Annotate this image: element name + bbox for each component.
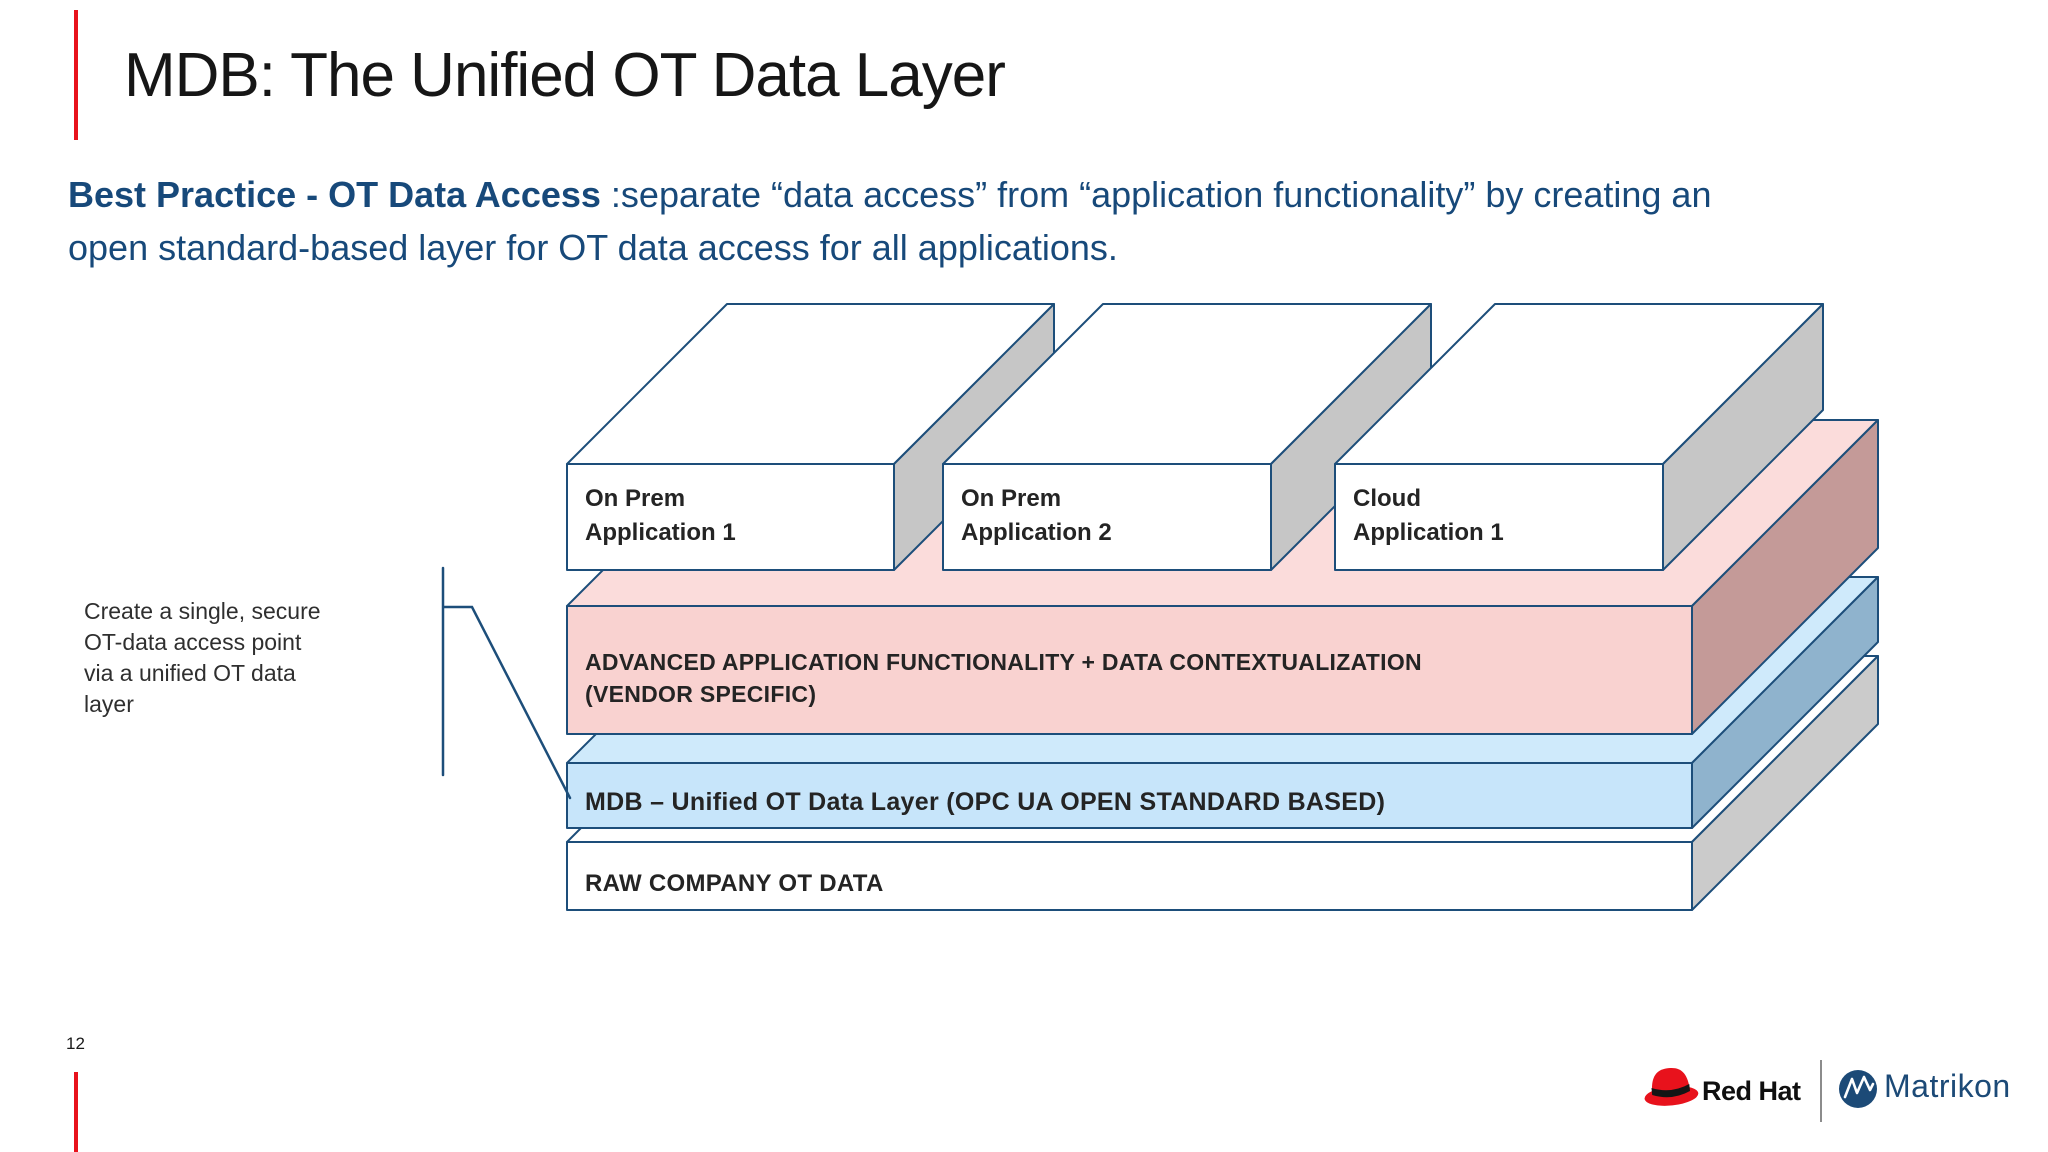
cloud-application-1-label: Cloud Application 1 — [1353, 482, 1504, 550]
matrikon-logo-text: Matrikon — [1884, 1068, 2011, 1104]
slide-subtitle: Best Practice - OT Data Access :separate… — [68, 168, 1711, 274]
annotation-line: OT-data access point — [84, 629, 302, 655]
mdb-layer-label: MDB – Unified OT Data Layer (OPC UA OPEN… — [585, 788, 1386, 816]
subtitle-line-1: Best Practice - OT Data Access :separate… — [68, 168, 1711, 221]
on-prem-application-1-label: On Prem Application 1 — [585, 482, 736, 550]
annotation-callout-line — [441, 566, 572, 800]
raw-layer-front-face — [566, 841, 1693, 911]
vendor-layer-label: ADVANCED APPLICATION FUNCTIONALITY + DAT… — [585, 646, 1422, 710]
matrikon-logo-icon — [1839, 1070, 1877, 1108]
vendor-label-line: (VENDOR SPECIFIC) — [585, 681, 817, 707]
cloud-application-1-box — [1334, 303, 1824, 571]
subtitle-bold-segment: Best Practice - OT Data Access — [68, 174, 601, 215]
page-title: MDB: The Unified OT Data Layer — [124, 41, 1006, 110]
on-prem-application-2-label: On Prem Application 2 — [961, 482, 1112, 550]
top-accent-bar — [74, 10, 78, 140]
box-label-line: On Prem — [961, 485, 1062, 512]
annotation-text: Create a single, secure OT-data access p… — [84, 596, 321, 720]
box-front-face — [566, 463, 895, 571]
redhat-logo-text: Red Hat — [1702, 1076, 1801, 1106]
box-label-line: Application 2 — [961, 519, 1112, 546]
raw-layer-label: RAW COMPANY OT DATA — [585, 870, 884, 897]
subtitle-line-2: open standard-based layer for OT data ac… — [68, 227, 1118, 268]
annotation-line: layer — [84, 691, 134, 717]
matrikon-zigzag — [1843, 1075, 1875, 1099]
box-label-line: Cloud — [1353, 485, 1421, 512]
box-label-line: Application 1 — [1353, 519, 1504, 546]
redhat-logo-icon — [1644, 1067, 1699, 1106]
fedora-band — [1651, 1084, 1691, 1098]
page-number: 12 — [66, 1034, 85, 1053]
box-label-line: On Prem — [585, 485, 686, 512]
bottom-accent-bar — [74, 1072, 78, 1152]
box-front-face — [1334, 463, 1664, 571]
annotation-line: via a unified OT data — [84, 660, 296, 686]
logo-divider — [1820, 1060, 1822, 1122]
subtitle-rest-segment: :separate “data access” from “applicatio… — [600, 174, 1712, 215]
box-front-face — [942, 463, 1272, 571]
vendor-layer-front-face — [566, 605, 1693, 735]
vendor-label-line: ADVANCED APPLICATION FUNCTIONALITY + DAT… — [585, 649, 1422, 675]
mdb-layer-front-face — [566, 762, 1693, 829]
annotation-line: Create a single, secure — [84, 598, 321, 624]
on-prem-application-2-box — [942, 303, 1432, 571]
box-label-line: Application 1 — [585, 519, 736, 546]
